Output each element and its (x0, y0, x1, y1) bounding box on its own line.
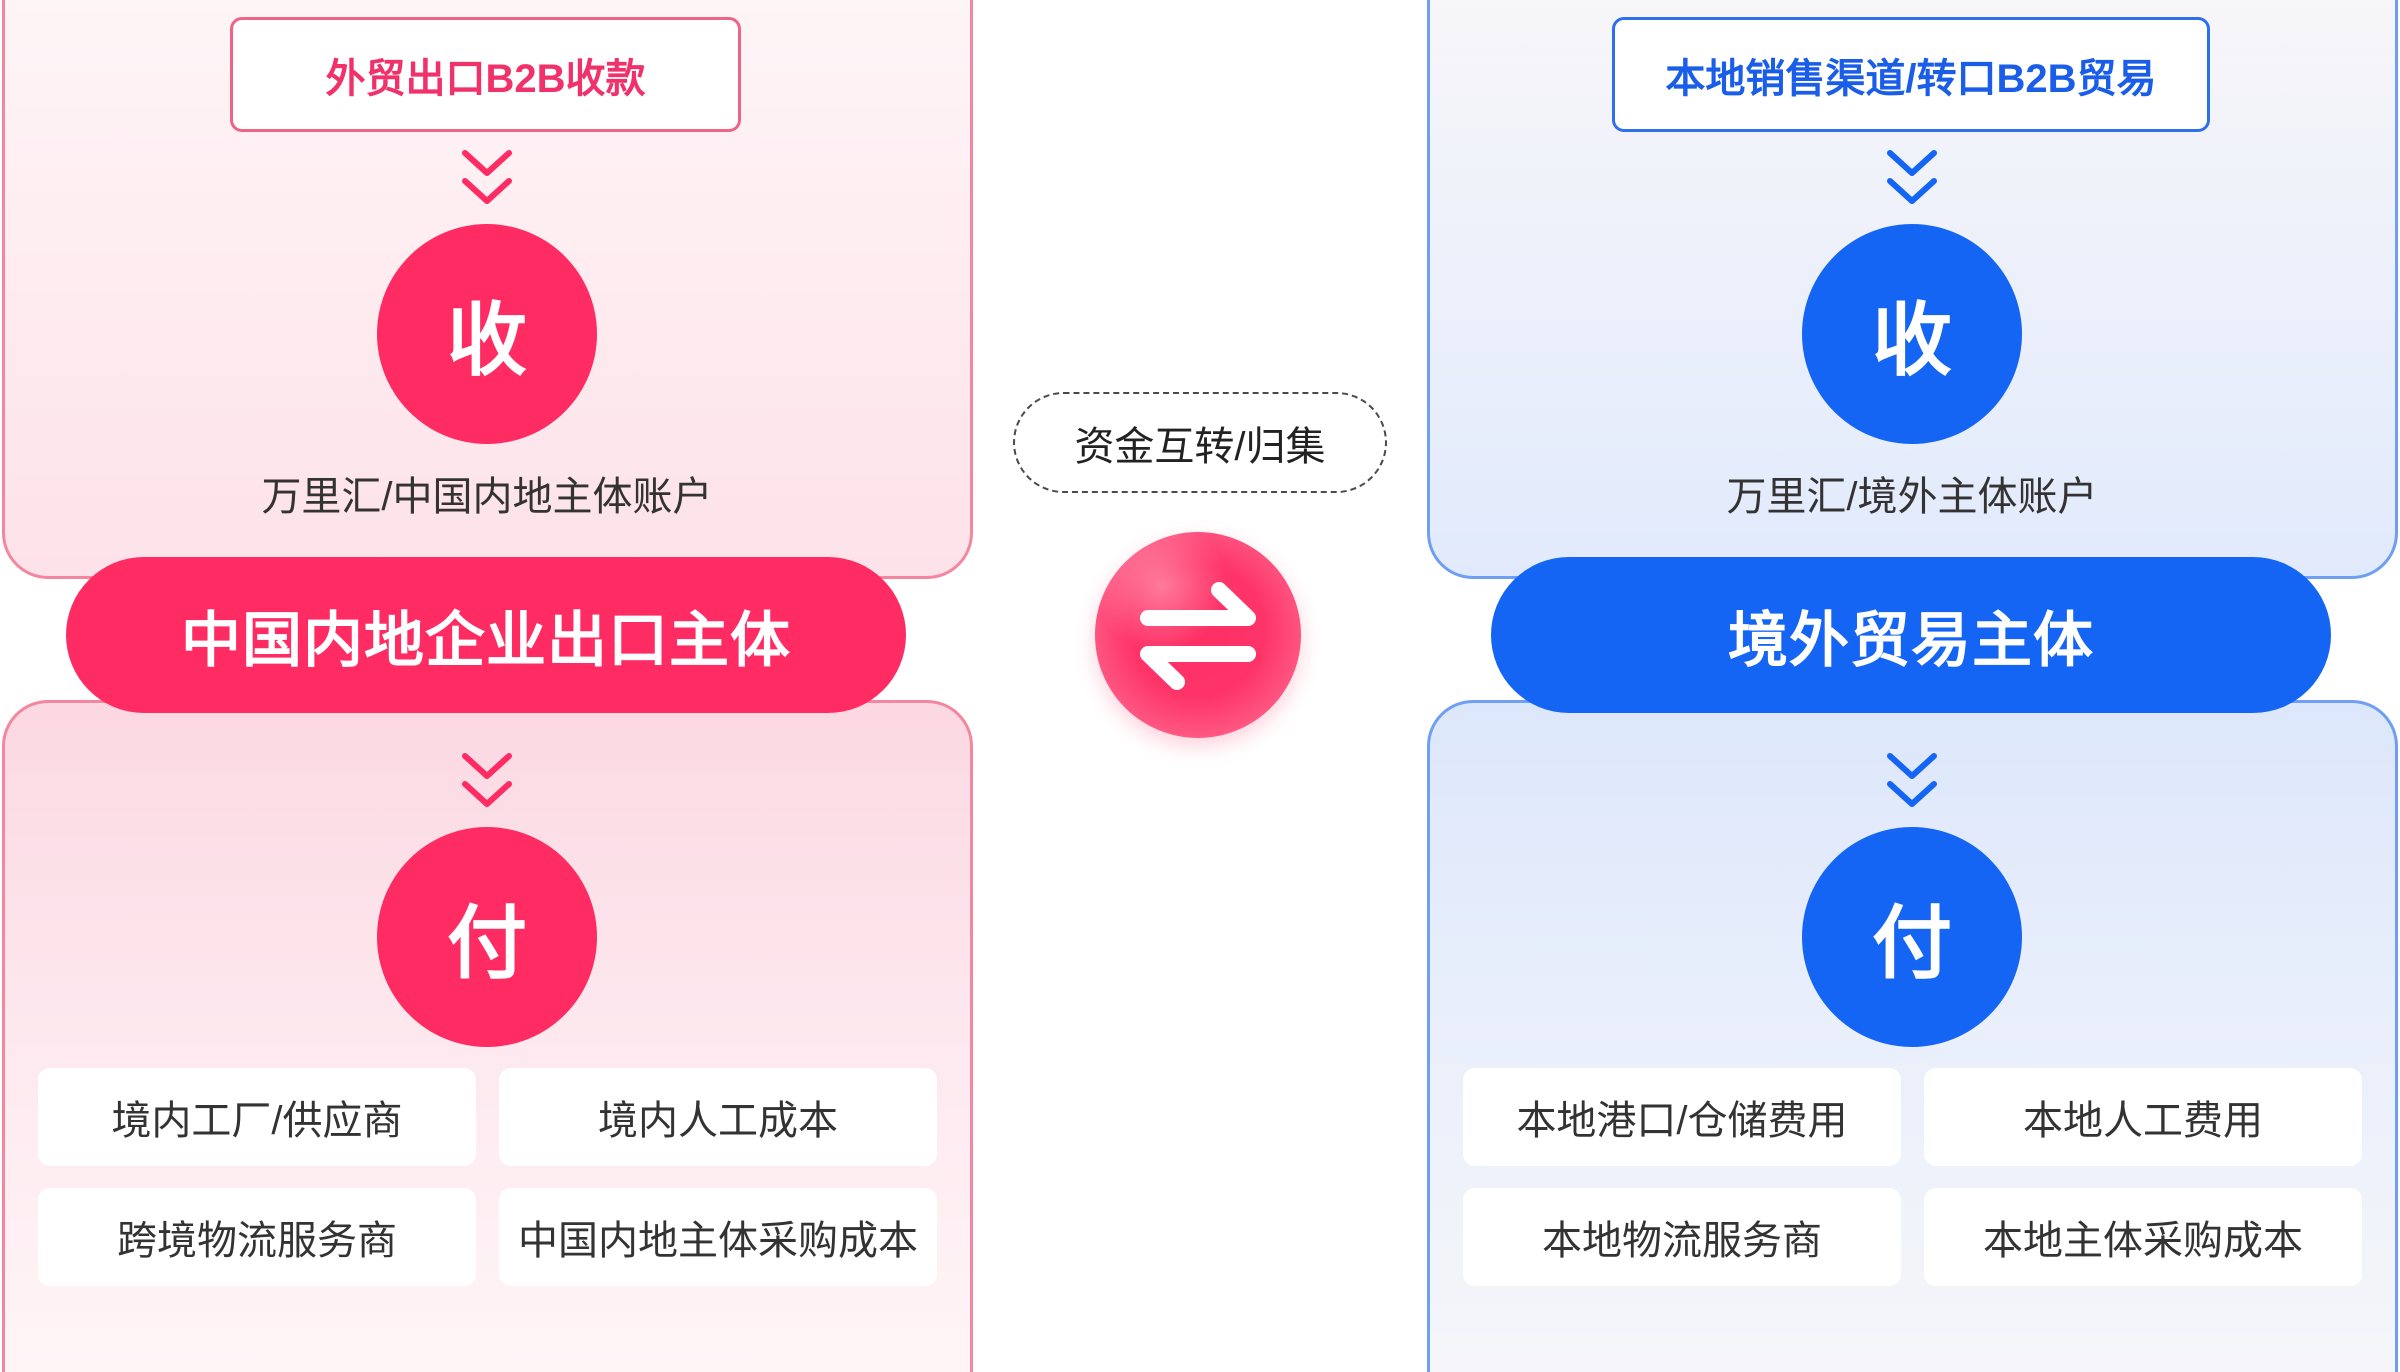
payee-item: 本地物流服务商 (1463, 1188, 1901, 1286)
payee-item: 中国内地主体采购成本 (499, 1188, 937, 1286)
overseas-side: 本地销售渠道/转口B2B贸易 收 万里汇/境外主体账户 境外贸易主体 付 本地港… (1425, 0, 2400, 1372)
payee-item: 本地港口/仓储费用 (1463, 1068, 1901, 1166)
receive-circle: 收 (377, 224, 597, 444)
account-label: 万里汇/境外主体账户 (1726, 475, 2098, 519)
payee-item: 境内人工成本 (499, 1068, 937, 1166)
chevron-double-down-icon (1884, 145, 1940, 211)
payee-item: 本地主体采购成本 (1924, 1188, 2362, 1286)
source-box: 外贸出口B2B收款 (230, 17, 741, 132)
chevron-double-down-icon (459, 145, 515, 211)
swap-arrows-icon (1095, 532, 1301, 738)
transfer-pill: 资金互转/归集 (1013, 392, 1387, 493)
pay-circle: 付 (1802, 827, 2022, 1047)
account-label: 万里汇/中国内地主体账户 (261, 475, 713, 519)
chevron-double-down-icon (459, 748, 515, 814)
source-box: 本地销售渠道/转口B2B贸易 (1612, 17, 2210, 132)
payee-item: 跨境物流服务商 (38, 1188, 476, 1286)
china-mainland-side: 外贸出口B2B收款 收 万里汇/中国内地主体账户 中国内地企业出口主体 付 境内… (0, 0, 975, 1372)
payee-item: 本地人工费用 (1924, 1068, 2362, 1166)
payee-item: 境内工厂/供应商 (38, 1068, 476, 1166)
entity-pill: 境外贸易主体 (1491, 557, 2331, 713)
receive-circle: 收 (1802, 224, 2022, 444)
entity-pill: 中国内地企业出口主体 (66, 557, 906, 713)
pay-circle: 付 (377, 827, 597, 1047)
chevron-double-down-icon (1884, 748, 1940, 814)
